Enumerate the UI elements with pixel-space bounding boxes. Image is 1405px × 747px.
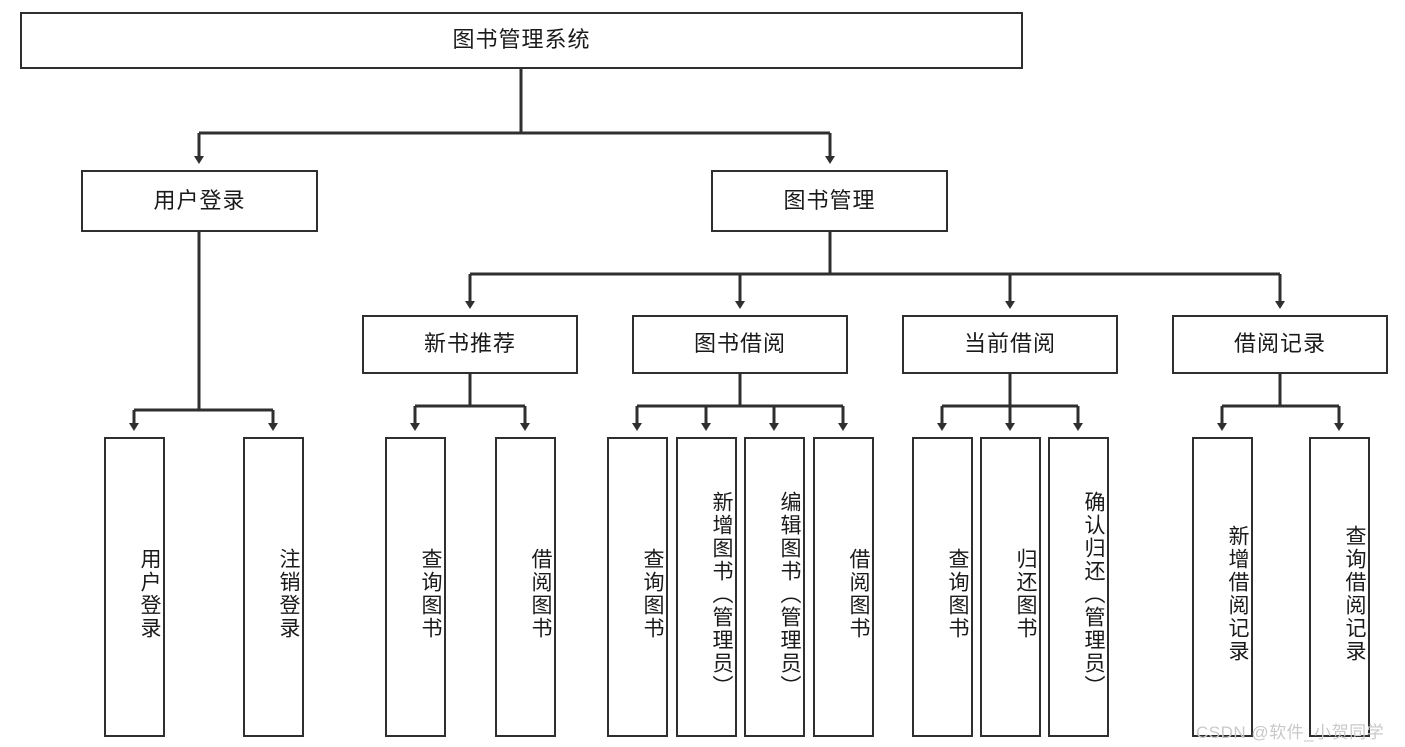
leaf-current-query-book[interactable]: 查询图书 bbox=[912, 437, 973, 737]
node-current-borrow[interactable]: 当前借阅 bbox=[902, 315, 1118, 374]
leaf-borrow-edit-book-admin[interactable]: 编辑图书（管理员） bbox=[744, 437, 805, 737]
csdn-watermark: CSDN @软件_小贺同学 bbox=[1196, 723, 1385, 742]
leaf-label: 新增借阅记录 bbox=[1226, 525, 1249, 663]
leaf-new-book-borrow[interactable]: 借阅图书 bbox=[495, 437, 556, 737]
leaf-label: 归还图书 bbox=[1014, 548, 1037, 640]
leaf-label: 查询图书 bbox=[419, 548, 442, 640]
leaf-label: 编辑图书（管理员） bbox=[778, 490, 801, 698]
leaf-label: 新增图书（管理员） bbox=[710, 490, 733, 698]
leaf-label: 借阅图书 bbox=[529, 548, 552, 640]
leaf-borrow-add-book-admin[interactable]: 新增图书（管理员） bbox=[676, 437, 737, 737]
leaf-label: 查询借阅记录 bbox=[1343, 525, 1366, 663]
node-new-book-recommend[interactable]: 新书推荐 bbox=[362, 315, 578, 374]
leaf-record-query-record[interactable]: 查询借阅记录 bbox=[1309, 437, 1370, 737]
leaf-label: 注销登录 bbox=[277, 548, 300, 640]
leaf-new-book-query[interactable]: 查询图书 bbox=[385, 437, 446, 737]
node-book-management[interactable]: 图书管理 bbox=[711, 170, 948, 232]
leaf-current-confirm-return-admin[interactable]: 确认归还（管理员） bbox=[1048, 437, 1109, 737]
leaf-record-add-record[interactable]: 新增借阅记录 bbox=[1192, 437, 1253, 737]
leaf-borrow-query-book[interactable]: 查询图书 bbox=[607, 437, 668, 737]
leaf-borrow-borrow-book[interactable]: 借阅图书 bbox=[813, 437, 874, 737]
leaf-label: 借阅图书 bbox=[847, 548, 870, 640]
leaf-user-login-logout[interactable]: 注销登录 bbox=[243, 437, 304, 737]
node-user-login[interactable]: 用户登录 bbox=[81, 170, 318, 232]
leaf-current-return-book[interactable]: 归还图书 bbox=[980, 437, 1041, 737]
leaf-label: 查询图书 bbox=[641, 548, 664, 640]
leaf-label: 查询图书 bbox=[946, 548, 969, 640]
node-root-system[interactable]: 图书管理系统 bbox=[20, 12, 1023, 69]
leaf-user-login-login[interactable]: 用户登录 bbox=[104, 437, 165, 737]
node-borrow-record[interactable]: 借阅记录 bbox=[1172, 315, 1388, 374]
leaf-label: 确认归还（管理员） bbox=[1082, 490, 1105, 698]
node-book-borrow[interactable]: 图书借阅 bbox=[632, 315, 848, 374]
leaf-label: 用户登录 bbox=[138, 548, 161, 640]
